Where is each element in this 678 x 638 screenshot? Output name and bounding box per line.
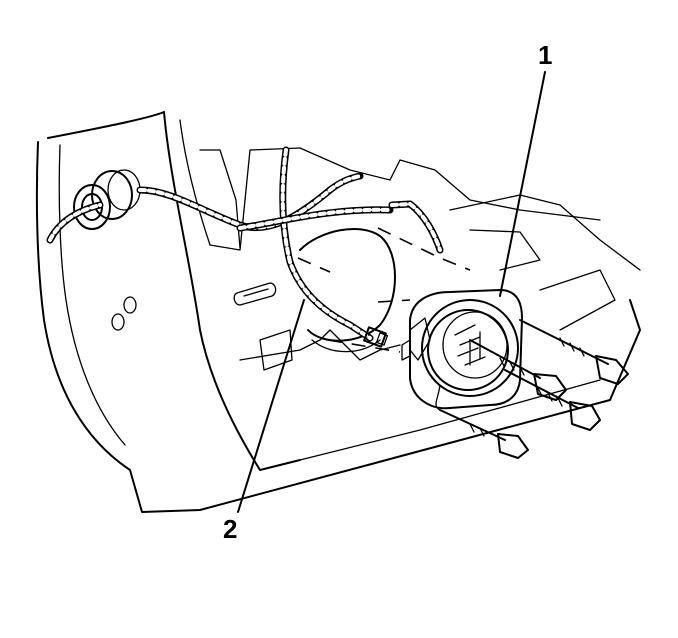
leader-line-2 xyxy=(237,299,305,513)
door-panel xyxy=(35,111,641,513)
screw-lower xyxy=(439,409,529,459)
callout-2: 2 xyxy=(223,514,238,544)
callout-1: 1 xyxy=(538,40,553,70)
wire-grommet xyxy=(73,169,141,230)
panel-holes xyxy=(111,296,137,331)
alignment-lines xyxy=(297,227,471,353)
screw-upper-right xyxy=(519,319,629,385)
screw-middle xyxy=(469,339,567,401)
wire-connector xyxy=(363,326,389,348)
leader-line-1 xyxy=(499,71,546,297)
screw-lower-right xyxy=(504,369,601,431)
wire-harness xyxy=(46,146,444,342)
screws xyxy=(439,319,629,459)
leader-lines xyxy=(237,71,546,513)
speaker xyxy=(401,289,523,411)
